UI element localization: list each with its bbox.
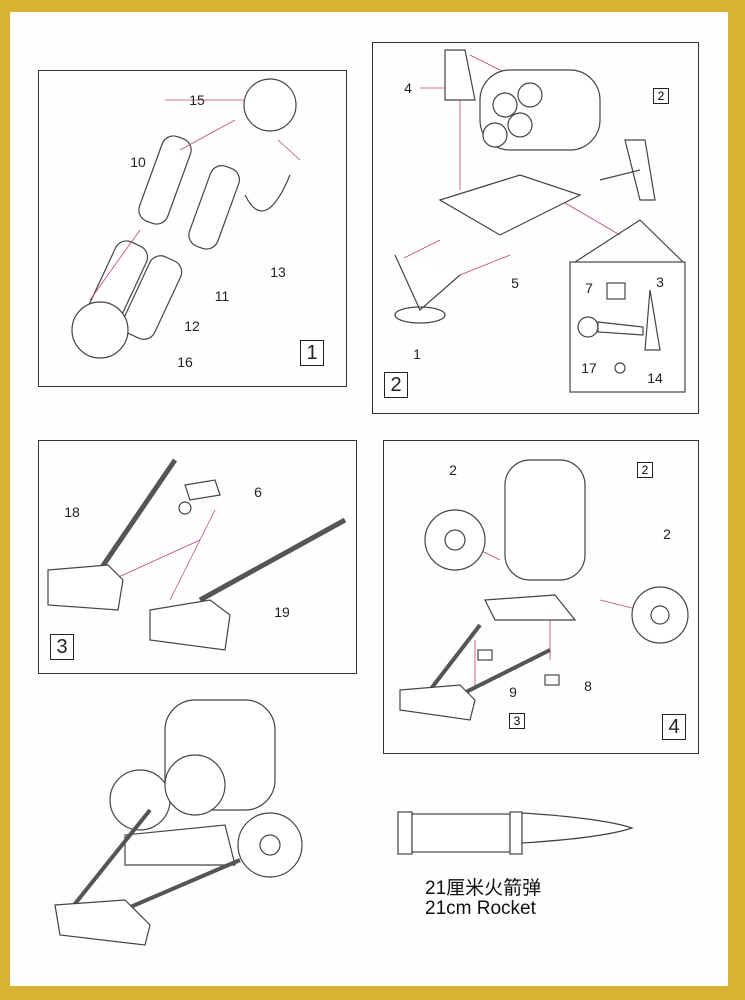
- step-number-3: 3: [50, 634, 74, 660]
- step-ref-box: 3: [509, 713, 525, 729]
- part-label: 18: [64, 504, 80, 520]
- part-label: 6: [254, 484, 262, 500]
- part-label: 11: [214, 288, 230, 304]
- part-label: 3: [656, 274, 664, 290]
- part-label: 14: [647, 370, 663, 386]
- step-ref-box: 2: [653, 88, 669, 104]
- step-number-4: 4: [662, 714, 686, 740]
- part-label: 12: [184, 318, 200, 334]
- part-label: 9: [509, 684, 517, 700]
- caption-english: 21cm Rocket: [425, 898, 536, 919]
- rocket-drawing: [397, 811, 634, 855]
- step-ref-box: 2: [637, 462, 653, 478]
- step-number-1: 1: [300, 340, 324, 366]
- part-label: 1: [413, 346, 421, 362]
- part-label: 10: [130, 154, 146, 170]
- part-label: 16: [177, 354, 193, 370]
- part-label: 5: [511, 275, 519, 291]
- step-panel-1: [38, 70, 347, 387]
- part-label: 17: [581, 360, 597, 376]
- part-label: 15: [189, 92, 205, 108]
- part-label: 2: [663, 526, 671, 542]
- step-panel-4: [383, 440, 699, 754]
- part-label: 4: [404, 80, 412, 96]
- step-panel-3: [38, 440, 357, 674]
- part-label: 19: [274, 604, 290, 620]
- part-label: 2: [449, 462, 457, 478]
- step-number-2: 2: [384, 372, 408, 398]
- part-label: 13: [270, 264, 286, 280]
- part-label: 7: [585, 280, 593, 296]
- caption-chinese: 21厘米火箭弹: [425, 878, 542, 899]
- part-label: 8: [584, 678, 592, 694]
- rocket-tube-drawing-1: [71, 78, 297, 359]
- step-panel-2: [372, 42, 699, 414]
